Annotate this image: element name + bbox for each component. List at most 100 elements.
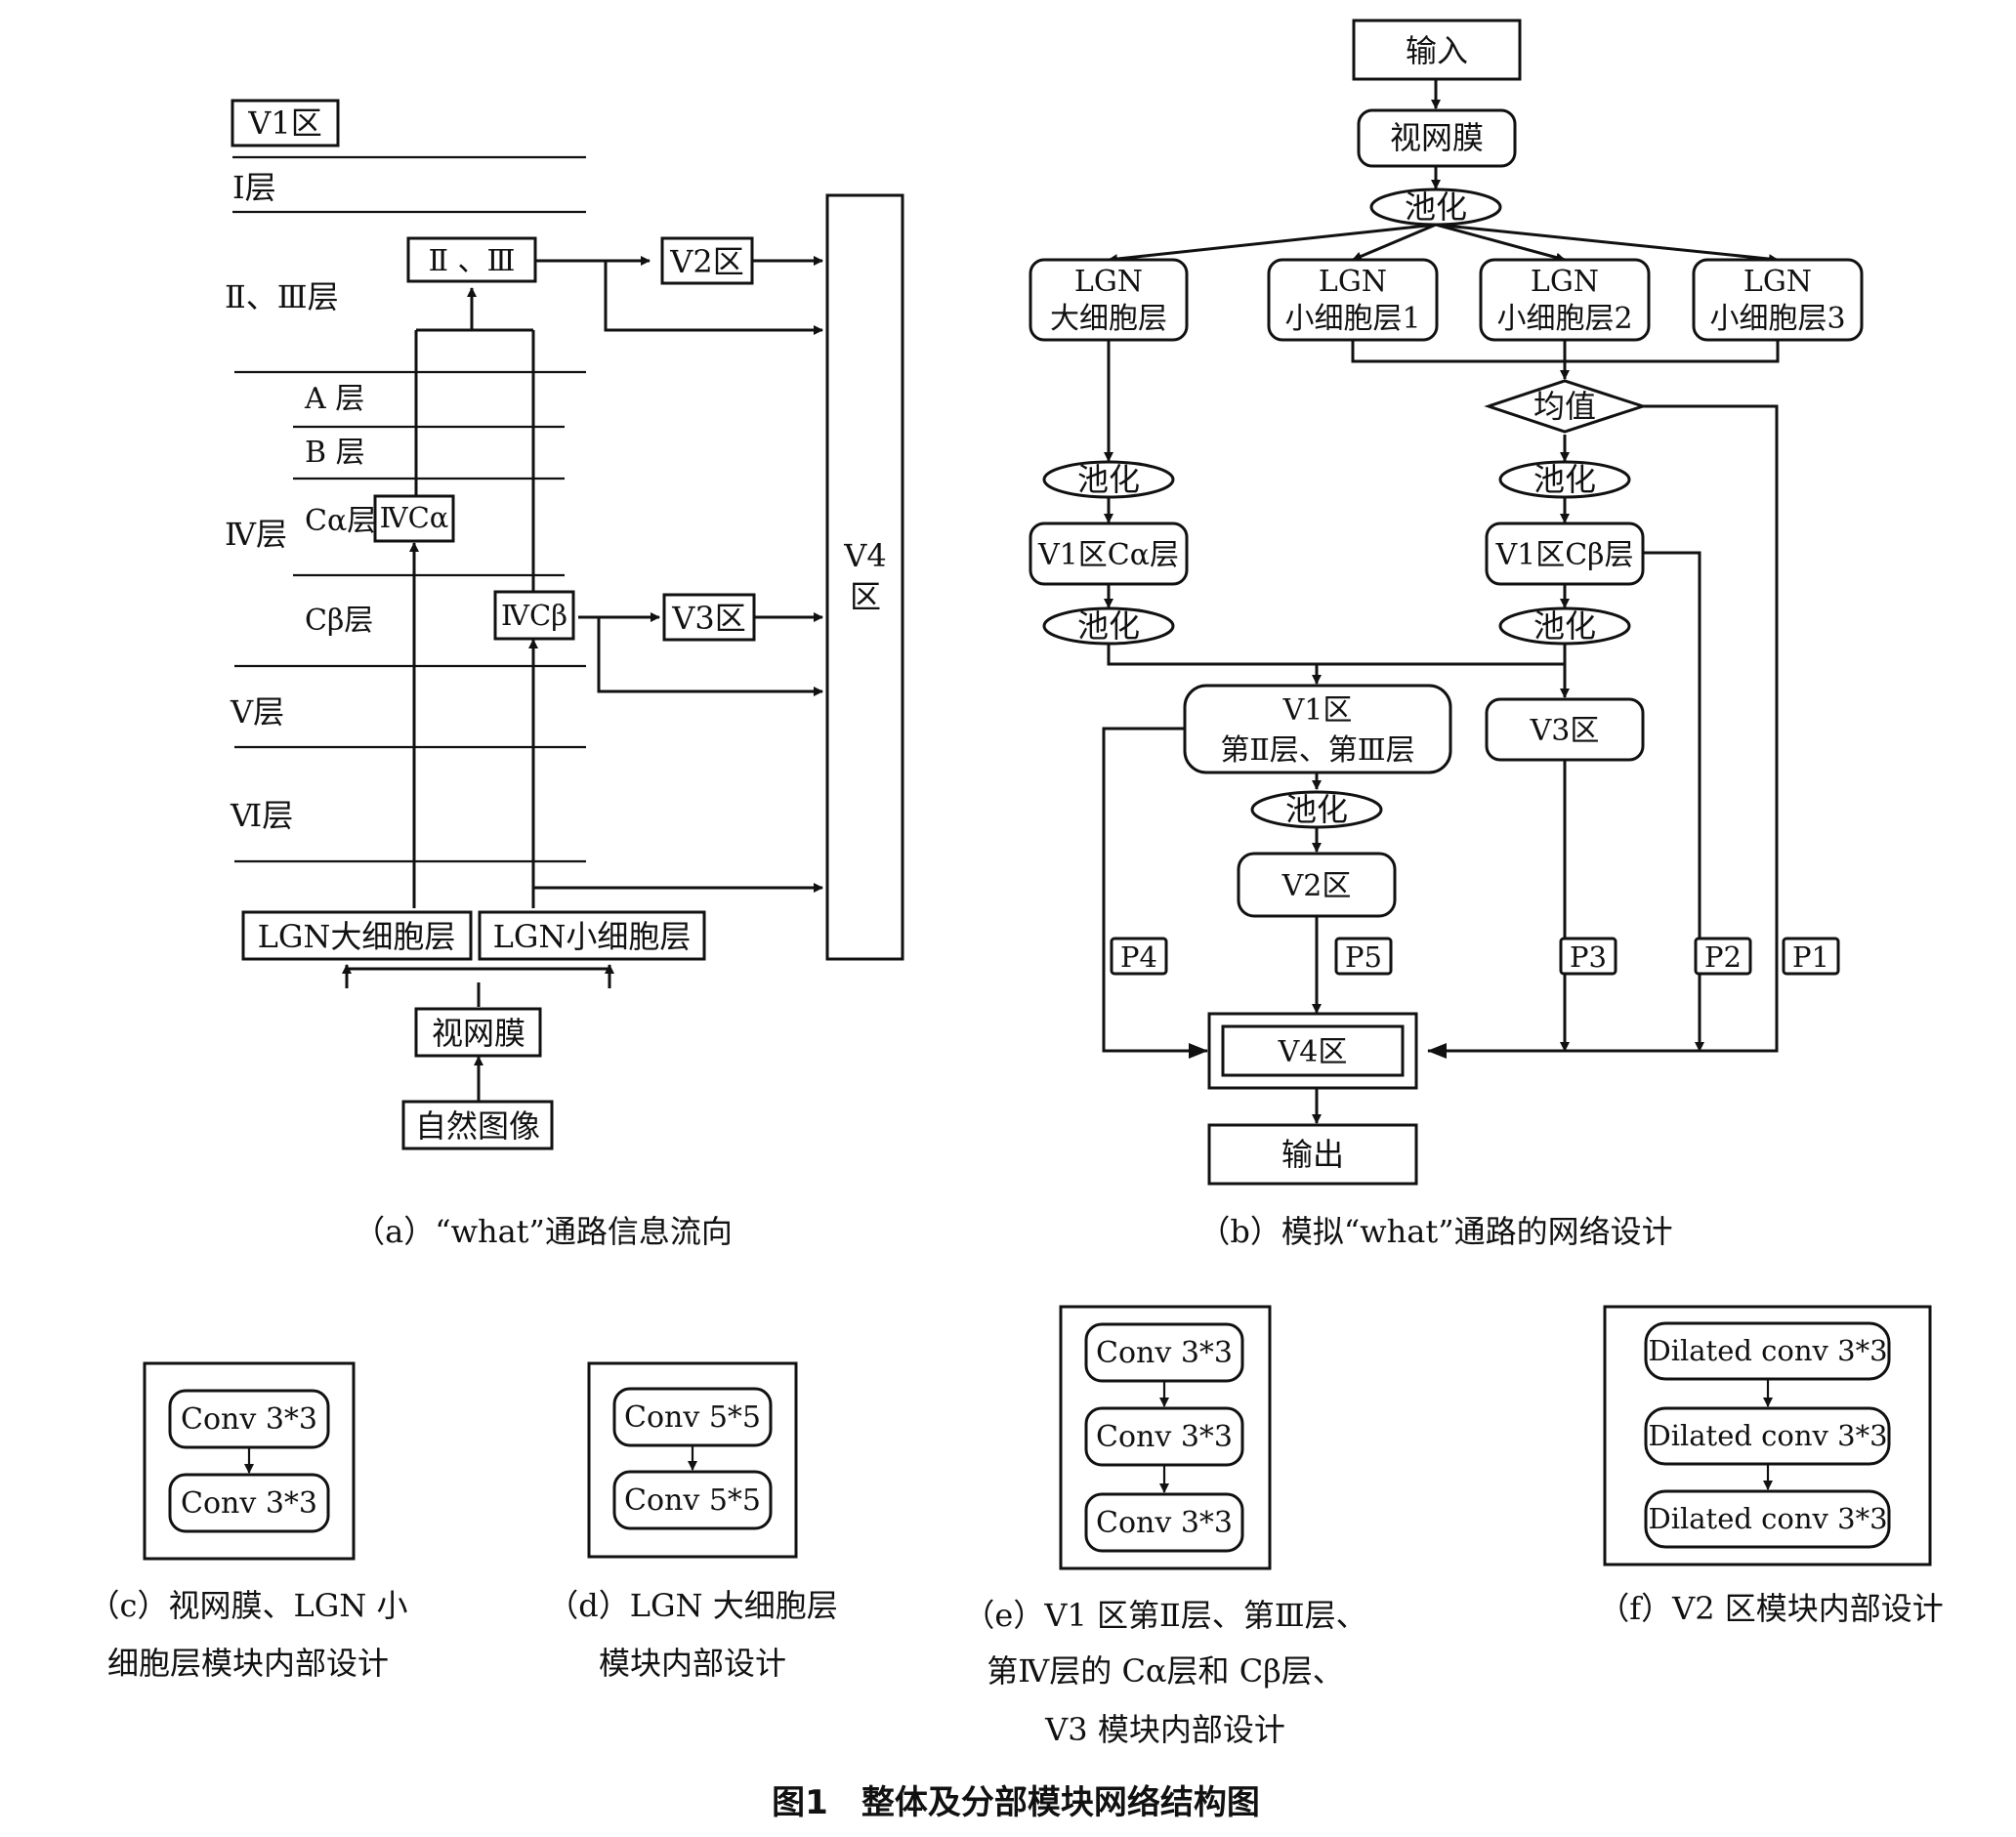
node-v2-label: V2区: [1281, 869, 1352, 903]
panel-c-block-2-label: Conv 3*3: [181, 1486, 317, 1521]
node-v1-c-beta: [1485, 522, 1645, 586]
node-v2: [1237, 852, 1397, 918]
node-lgn-parvo3-label-1: LGN: [1743, 265, 1812, 299]
node-v1-c-alpha-label: V1区Cα层: [1037, 538, 1179, 572]
layer-label-c-alpha: Cα层: [305, 504, 376, 538]
connector-pool-merge: [1107, 645, 1565, 666]
node-lgn-parvo1-label-2: 小细胞层1: [1284, 302, 1420, 336]
node-v1-c-beta-label: V1区Cβ层: [1494, 538, 1633, 572]
panel-f-block-1-label: Dilated conv 3*3: [1648, 1334, 1887, 1367]
node-lgn-parvo2-label-2: 小细胞层2: [1496, 302, 1632, 336]
box-4c-alpha-label: ⅣCα: [380, 501, 449, 534]
node-pool-right-2-label: 池化: [1533, 607, 1596, 645]
caption-e-3: V3 模块内部设计: [1044, 1711, 1285, 1748]
box-layer-2-3: [406, 236, 537, 283]
box-lgn-magno-label: LGN大细胞层: [258, 918, 456, 955]
caption-e-2: 第Ⅳ层的 Cα层和 Cβ层、: [987, 1652, 1343, 1690]
box-v3: [662, 593, 756, 642]
v1-legend-label: V1区: [247, 104, 321, 142]
node-retina-label: 视网膜: [1390, 119, 1484, 156]
node-retina: [1357, 108, 1517, 168]
node-lgn-parvo3: [1692, 258, 1864, 342]
node-lgn-parvo1: [1267, 258, 1439, 342]
arrow-p1: [1427, 404, 1779, 1059]
path-label-p5: [1334, 937, 1393, 976]
panel-e-block-1-label: Conv 3*3: [1096, 1336, 1233, 1370]
path-label-p4: [1110, 937, 1168, 976]
node-v3-label: V3区: [1530, 714, 1600, 748]
box-4c-beta-label: ⅣCβ: [501, 599, 567, 632]
node-v1-c-alpha: [1029, 522, 1189, 586]
node-v1-l23-label-2: 第Ⅱ层、第Ⅲ层: [1220, 733, 1414, 768]
panel-d-block-1-label: Conv 5*5: [624, 1400, 761, 1435]
node-pool-right-2: [1498, 606, 1631, 646]
box-lgn-parvo: [478, 910, 706, 961]
arrow-pool-to-lgn-parvo3: [1435, 223, 1779, 265]
box-lgn-magno: [241, 910, 473, 961]
box-v2-label: V2区: [669, 243, 743, 280]
node-pool-left-1: [1042, 460, 1175, 499]
figure-title: 图1 整体及分部模块网络结构图: [772, 1783, 1260, 1822]
layer-label-c-beta: Cβ层: [305, 604, 373, 638]
box-v2: [660, 236, 754, 285]
node-pool-right-1: [1498, 460, 1631, 499]
node-pool-v1: [1250, 790, 1383, 829]
path-label-p1-text: P1: [1792, 940, 1829, 974]
caption-c-2: 细胞层模块内部设计: [107, 1645, 389, 1682]
box-natural-image-label: 自然图像: [415, 1107, 540, 1145]
path-label-p4-text: P4: [1120, 940, 1157, 974]
box-retina-label: 视网膜: [432, 1015, 525, 1052]
layer-label-2-3: Ⅱ、Ⅲ层: [225, 278, 339, 315]
path-label-p1: [1782, 937, 1840, 976]
caption-d-1: （d）LGN 大细胞层: [547, 1587, 837, 1624]
node-v3: [1485, 697, 1645, 762]
panel-e-block-3: [1084, 1492, 1244, 1553]
panel-d-block-2-label: Conv 5*5: [624, 1483, 761, 1518]
caption-b: （b）模拟“what”通路的网络设计: [1198, 1213, 1672, 1250]
path-label-p3: [1559, 937, 1617, 976]
caption-f: （f）V2 区模块内部设计: [1598, 1590, 1944, 1627]
node-lgn-parvo2-label-1: LGN: [1531, 265, 1599, 299]
box-4c-beta: [493, 590, 575, 641]
panel-f: Dilated conv 3*3 Dilated conv 3*3 Dilate…: [1598, 1305, 1944, 1627]
path-label-p5-text: P5: [1345, 940, 1382, 974]
node-lgn-parvo3-label-2: 小细胞层3: [1709, 302, 1845, 336]
node-lgn-magno: [1029, 258, 1189, 342]
panel-d-block-2: [612, 1470, 773, 1530]
v1-legend-box: [231, 99, 340, 147]
node-v4-label: V4区: [1278, 1035, 1348, 1069]
arrow-pool-to-lgn-parvo2: [1435, 223, 1566, 263]
arrow-23-to-v4: [604, 261, 823, 335]
layer-label-a: A 层: [304, 382, 364, 416]
panel-e: Conv 3*3 Conv 3*3 Conv 3*3 （e）V1 区第Ⅱ层、第Ⅲ…: [963, 1305, 1367, 1748]
node-mean-label: 均值: [1533, 388, 1596, 425]
box-v4: [825, 193, 904, 961]
panel-e-block-2-label: Conv 3*3: [1096, 1420, 1233, 1454]
panel-f-block-3: [1644, 1489, 1891, 1549]
box-4c-alpha: [373, 494, 455, 543]
node-lgn-parvo2: [1479, 258, 1651, 342]
node-input-label: 输入: [1406, 32, 1468, 69]
box-layer-2-3-label: Ⅱ 、Ⅲ: [429, 244, 516, 278]
layer-label-4: Ⅳ层: [225, 516, 287, 553]
arrow-p4: [1102, 727, 1208, 1059]
node-output: [1207, 1123, 1418, 1186]
layer-label-b: B 层: [305, 436, 365, 470]
path-label-p2-text: P2: [1704, 940, 1742, 974]
panel-a: V1区 Ⅰ层 Ⅱ、Ⅲ层 A 层 B 层 Ⅳ层 Cα层 Cβ层 Ⅴ层 Ⅵ层: [225, 99, 904, 1250]
caption-c-1: （c）视网膜、LGN 小: [89, 1587, 408, 1624]
box-natural-image: [401, 1100, 554, 1150]
box-v3-label: V3区: [671, 600, 745, 637]
arrow-pool-to-lgn-magno: [1108, 223, 1437, 265]
node-pool-left-2-label: 池化: [1077, 607, 1140, 645]
node-pool-left-2: [1042, 606, 1175, 646]
box-lgn-parvo-label: LGN小细胞层: [493, 918, 692, 955]
caption-e-1: （e）V1 区第Ⅱ层、第Ⅲ层、: [963, 1597, 1366, 1634]
node-lgn-magno-label-2: 大细胞层: [1050, 302, 1167, 336]
node-output-label: 输出: [1281, 1136, 1344, 1173]
node-mean: [1484, 379, 1648, 434]
path-label-p3-text: P3: [1570, 940, 1607, 974]
panel-e-block-3-label: Conv 3*3: [1096, 1506, 1233, 1540]
panel-c: Conv 3*3 Conv 3*3 （c）视网膜、LGN 小 细胞层模块内部设计: [89, 1361, 408, 1682]
